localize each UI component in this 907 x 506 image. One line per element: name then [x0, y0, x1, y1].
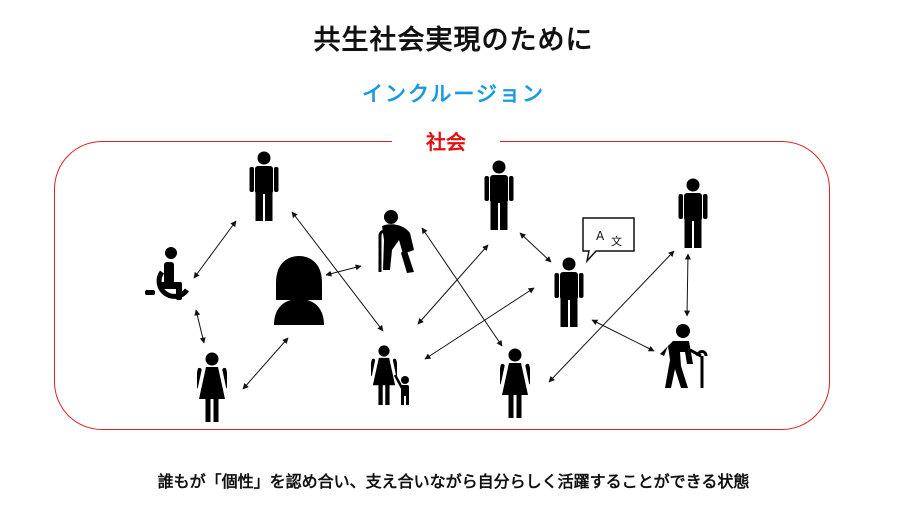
arrow-bust-elderly	[325, 264, 362, 277]
arrow-man-parent	[291, 211, 384, 332]
woman-icon	[500, 348, 530, 418]
arrow-woman-man-right	[548, 250, 675, 383]
arrow-wheelchair-woman	[194, 309, 206, 344]
arrow-parent-translator	[424, 287, 535, 360]
man-icon	[484, 160, 514, 230]
arrow-elderly-woman	[421, 227, 503, 347]
arrow-man-senior	[684, 253, 691, 317]
arrow-parent-man	[417, 244, 489, 325]
page-title: 共生社会実現のために	[313, 25, 594, 56]
wheelchair-icon	[145, 247, 190, 300]
elderly-cane-icon	[378, 210, 414, 273]
arrow-man-translator	[519, 232, 552, 263]
man-icon	[249, 151, 279, 221]
woman-icon	[197, 352, 227, 422]
inclusion-subtitle: インクルージョン	[362, 82, 545, 106]
arrow-translator-senior	[591, 319, 655, 352]
arrow-wheelchair-man	[193, 220, 237, 279]
person-bust-icon	[274, 256, 324, 325]
svg-text:A: A	[596, 229, 605, 243]
connection-arrows	[193, 211, 691, 390]
man-icon	[554, 257, 584, 327]
man-icon	[678, 178, 708, 248]
inclusion-definition: 誰もが「個性」を認め合い、支え合いながら自分らしく活躍することができる状態	[157, 472, 750, 491]
society-label: 社会	[392, 128, 500, 156]
parent-child-icon	[371, 345, 409, 405]
svg-text:文: 文	[611, 234, 622, 248]
arrow-woman-bust	[242, 337, 289, 390]
translation-bubble-icon: A 文	[582, 217, 635, 264]
senior-walking-icon	[660, 324, 708, 388]
